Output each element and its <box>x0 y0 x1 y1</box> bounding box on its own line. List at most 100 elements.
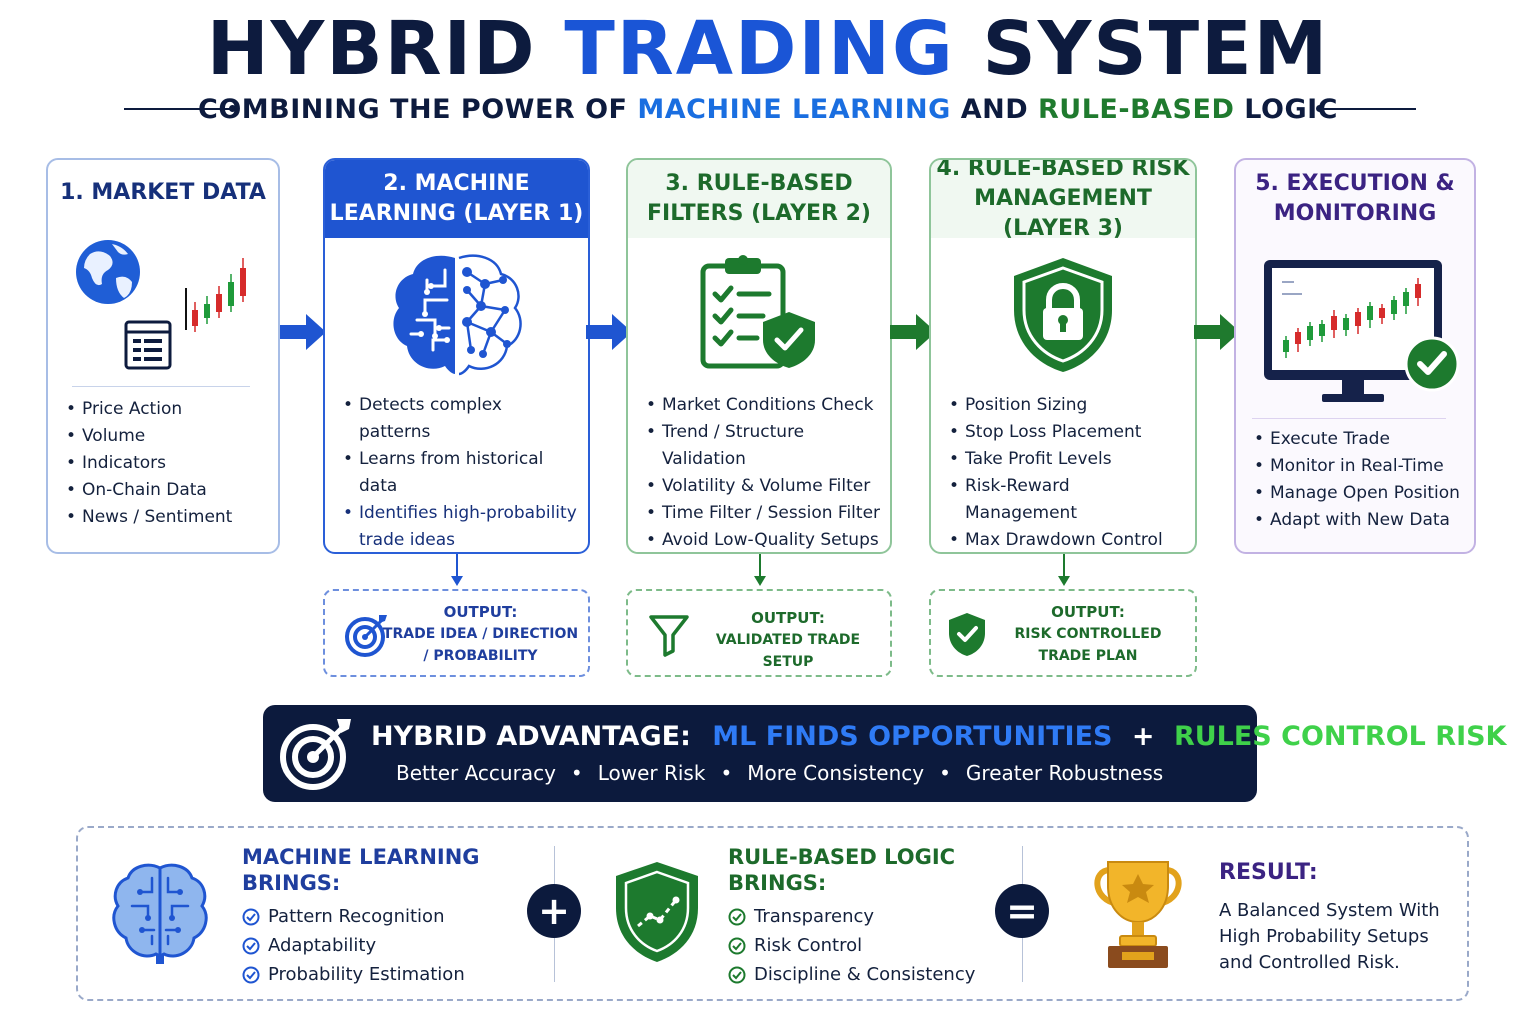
output-label: OUTPUT: <box>443 603 518 621</box>
output-box-validated-setup: OUTPUT: VALIDATED TRADE SETUP <box>626 589 892 677</box>
output-box-risk-plan: OUTPUT: RISK CONTROLLED TRADE PLAN <box>929 589 1197 677</box>
clipboard-icon-wrap <box>628 254 890 372</box>
list-item: Detects complex patterns <box>343 392 578 446</box>
title-system: SYSTEM <box>982 6 1330 92</box>
list-item: Risk-Reward Management <box>949 473 1185 527</box>
bullet-separator: • <box>570 761 583 785</box>
subtitle-right-line <box>1320 108 1416 110</box>
down-connector <box>759 554 761 580</box>
stage-card-execution: 5. EXECUTION & MONITORING <box>1234 158 1476 554</box>
list-item: Avoid Low-Quality Setups <box>646 527 880 552</box>
benefit-item: Better Accuracy <box>396 761 556 785</box>
page-title: HYBRID TRADING SYSTEM <box>0 6 1536 92</box>
list-item: Position Sizing <box>949 392 1185 419</box>
page-subtitle: COMBINING THE POWER OF MACHINE LEARNING … <box>0 94 1536 125</box>
arrow-right-icon <box>890 314 936 350</box>
list-item-text: Discipline & Consistency <box>754 964 976 985</box>
list-item: Take Profit Levels <box>949 446 1185 473</box>
divider <box>1252 418 1446 419</box>
brain-network-icon <box>392 254 522 376</box>
plus-icon: + <box>527 884 581 938</box>
clipboard-check-icon <box>700 255 815 369</box>
title-trading: TRADING <box>564 6 955 92</box>
subtitle-text-logic: LOGIC <box>1244 94 1338 125</box>
subtitle-text-rule: RULE-BASED <box>1038 94 1235 125</box>
shield-chart-icon <box>616 862 698 962</box>
list-item: Pattern Recognition <box>242 902 465 931</box>
check-circle-icon <box>728 966 746 984</box>
benefit-item: Lower Risk <box>597 761 706 785</box>
shield-check-icon <box>949 613 985 656</box>
list-item-text: Probability Estimation <box>268 964 465 985</box>
arrow-right-icon <box>280 314 326 350</box>
list-item-text: Pattern Recognition <box>268 906 445 927</box>
stage-card-market-data: 1. MARKET DATA Price Action Volume Indic… <box>46 158 280 554</box>
list-item: Identifies high-probability trade ideas <box>343 500 578 552</box>
list-item: Adapt with New Data <box>1254 507 1464 534</box>
result-text: A Balanced System With High Probability … <box>1219 900 1440 973</box>
market-data-list: Price Action Volume Indicators On-Chain … <box>66 396 268 531</box>
advantage-rules: RULES CONTROL RISK <box>1173 721 1507 752</box>
check-circle-icon <box>728 937 746 955</box>
list-item: Volatility & Volume Filter <box>646 473 880 500</box>
advantage-benefits: Better Accuracy • Lower Risk • More Consiste… <box>396 761 1163 785</box>
divider <box>72 386 250 387</box>
globe-chart-icon <box>76 240 246 370</box>
stage-title: 3. RULE-BASED FILTERS (LAYER 2) <box>628 160 890 238</box>
stage-card-machine-learning: 2. MACHINE LEARNING (LAYER 1) Detects co… <box>323 158 590 554</box>
list-item: Probability Estimation <box>242 960 465 989</box>
list-item: Learns from historical data <box>343 446 578 500</box>
machine-learning-list: Detects complex patterns Learns from his… <box>343 392 578 552</box>
subtitle-row: COMBINING THE POWER OF MACHINE LEARNING … <box>0 94 1536 126</box>
rule-filters-list: Market Conditions Check Trend / Structur… <box>646 392 880 552</box>
output-label: OUTPUT: <box>751 609 825 627</box>
list-item: Adaptability <box>242 931 465 960</box>
list-item: Manage Open Position <box>1254 480 1464 507</box>
subtitle-text-ml: MACHINE LEARNING <box>637 94 951 125</box>
output-text: VALIDATED TRADE SETUP <box>715 632 861 670</box>
subtitle-left-line <box>124 108 232 110</box>
arrow-right-icon <box>586 314 632 350</box>
advantage-headline: HYBRID ADVANTAGE: ML FINDS OPPORTUNITIES… <box>371 721 1506 752</box>
target-icon <box>345 615 387 657</box>
benefit-item: More Consistency <box>747 761 925 785</box>
trophy-icon <box>1094 861 1182 968</box>
list-item: Monitor in Real-Time <box>1254 453 1464 480</box>
rules-brings-list: Transparency Risk Control Discipline & C… <box>728 902 975 989</box>
subtitle-text-1: COMBINING THE POWER OF <box>198 94 628 125</box>
check-circle-icon <box>242 937 260 955</box>
arrow-down-icon <box>1058 576 1070 586</box>
shield-lock-icon <box>1014 258 1112 372</box>
subtitle-left-dot <box>229 105 236 112</box>
result-title: RESULT: <box>1219 860 1318 885</box>
list-item: Transparency <box>728 902 975 931</box>
subtitle-right-dot <box>1316 105 1323 112</box>
stage-card-rule-based-filters: 3. RULE-BASED FILTERS (LAYER 2) Market C… <box>626 158 892 554</box>
ml-brings-list: Pattern Recognition Adaptability Probabi… <box>242 902 465 989</box>
list-item-text: Transparency <box>754 906 875 927</box>
down-connector <box>456 554 458 580</box>
list-item-text: Adaptability <box>268 935 377 956</box>
list-item: Max Drawdown Control <box>949 527 1185 552</box>
list-item: Execute Trade <box>1254 426 1464 453</box>
summary-panel: MACHINE LEARNING BRINGS: Pattern Recogni… <box>76 826 1469 1001</box>
risk-management-list: Position Sizing Stop Loss Placement Take… <box>949 392 1185 552</box>
brain-icon <box>112 863 208 964</box>
list-item-text: Risk Control <box>754 935 863 956</box>
arrow-right-icon <box>1194 314 1240 350</box>
list-item: Risk Control <box>728 931 975 960</box>
brain-icon-wrap <box>325 250 588 380</box>
subtitle-text-and: AND <box>960 94 1029 125</box>
title-hybrid: HYBRID <box>206 6 537 92</box>
execution-list: Execute Trade Monitor in Real-Time Manag… <box>1254 426 1464 534</box>
stage-title: 5. EXECUTION & MONITORING <box>1255 171 1455 226</box>
output-text: RISK CONTROLLED TRADE PLAN <box>1014 626 1162 664</box>
stage-title: 4. RULE-BASED RISK MANAGEMENT (LAYER 3) <box>931 160 1195 241</box>
list-item: Stop Loss Placement <box>949 419 1185 446</box>
target-arrow-icon <box>280 719 351 790</box>
arrow-down-icon <box>754 576 766 586</box>
bullet-separator: • <box>720 761 733 785</box>
list-item: Discipline & Consistency <box>728 960 975 989</box>
shield-icon-wrap <box>931 254 1195 376</box>
advantage-plus: + <box>1131 721 1155 752</box>
